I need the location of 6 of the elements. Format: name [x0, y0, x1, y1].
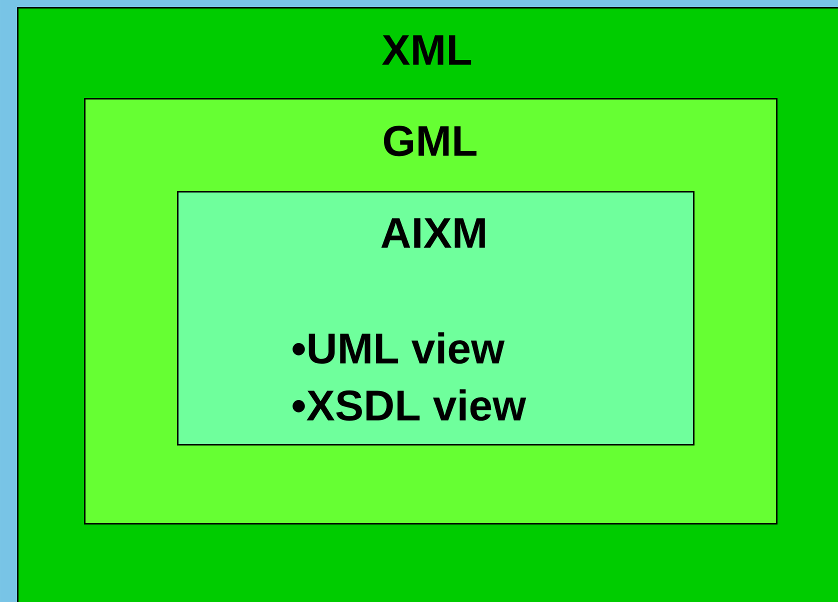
inner-box [177, 191, 694, 446]
bullet-item: •UML view [292, 332, 505, 364]
bullet-item: •XSDL view [292, 389, 526, 421]
box-title: AIXM [381, 218, 485, 248]
box-title: GML [384, 126, 476, 156]
box-title: XML [382, 35, 472, 65]
